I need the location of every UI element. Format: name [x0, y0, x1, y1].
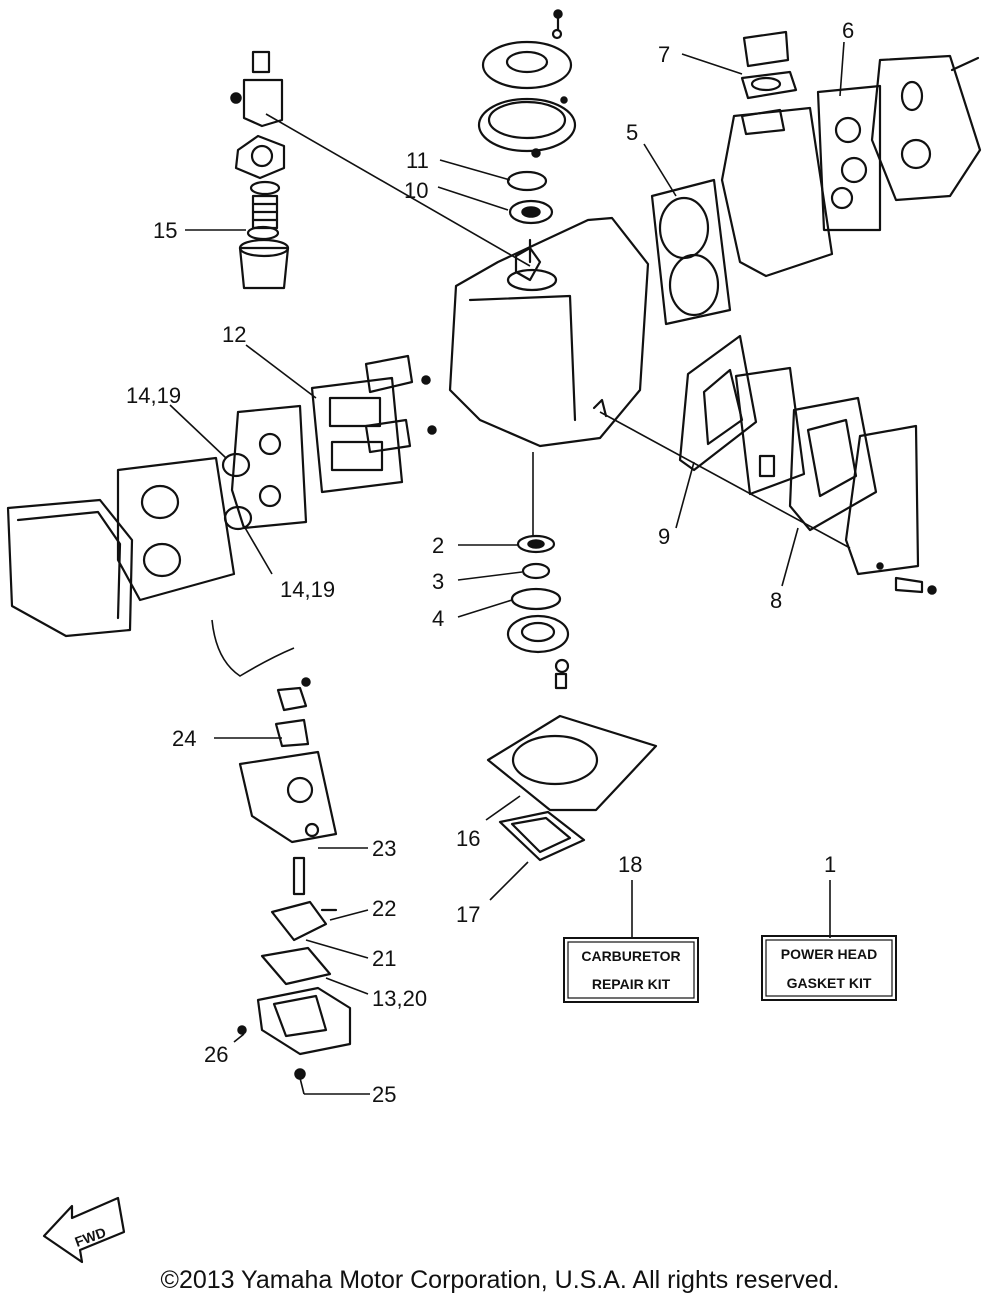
callout-2: 2 [432, 533, 444, 558]
callout-11: 11 [406, 148, 429, 173]
carburetor-group-bracket [211, 619, 295, 677]
callout-numbers: 11 10 15 7 6 5 12 14,19 14,19 2 3 4 9 8 … [126, 18, 854, 1107]
exhaust-cover-inner [734, 366, 806, 496]
callout-5: 5 [626, 120, 638, 145]
exhaust-assembly-axis-line [599, 411, 851, 549]
callout-23: 23 [372, 836, 396, 861]
callout-12: 12 [222, 322, 246, 347]
fuel-pump-assembly [230, 50, 290, 290]
seal-2 [516, 534, 556, 554]
power-head-gasket-kit-box: POWER HEAD GASKET KIT [761, 935, 897, 1001]
bearing-housing [506, 614, 570, 690]
carburetor-kit-line1: CARBURETOR [581, 948, 680, 964]
gasket-7 [740, 30, 798, 100]
float-bowl [237, 986, 352, 1080]
callout-16: 16 [456, 826, 480, 851]
float-21 [270, 900, 338, 942]
callout-18: 18 [618, 852, 642, 877]
carburetor-body [238, 750, 338, 896]
callout-6: 6 [842, 18, 854, 43]
exhaust-gasket-8 [788, 396, 878, 532]
seal-3 [521, 562, 551, 580]
callout-10: 10 [404, 178, 428, 203]
callout-15: 15 [153, 218, 177, 243]
water-jacket-gasket-6 [816, 84, 882, 232]
carburetor-body-large [116, 456, 236, 602]
exhaust-outer-cover [844, 424, 937, 595]
callout-24: 24 [172, 726, 196, 751]
crankcase-gasket-16 [486, 714, 658, 812]
leader-lines [169, 41, 845, 1095]
powerhead-kit-line1: POWER HEAD [781, 946, 877, 962]
top-cover-assembly [477, 9, 577, 158]
float-gasket-13-20 [260, 946, 332, 986]
callout-4: 4 [432, 606, 444, 631]
callout-8: 8 [770, 588, 782, 613]
callout-14-19-lower: 14,19 [280, 577, 335, 602]
callout-26: 26 [204, 1042, 228, 1067]
callout-25: 25 [372, 1082, 396, 1107]
callout-21: 21 [372, 946, 396, 971]
cylinder-head [720, 106, 834, 278]
fwd-arrow-icon: FWD [42, 1196, 126, 1264]
callout-1: 1 [824, 852, 836, 877]
reed-valve-assembly-12 [310, 354, 437, 494]
callout-17: 17 [456, 902, 480, 927]
copyright-notice: ©2013 Yamaha Motor Corporation, U.S.A. A… [160, 1266, 840, 1294]
o-ring-4 [510, 587, 562, 611]
callout-3: 3 [432, 569, 444, 594]
cylinder-block [448, 216, 650, 448]
seal-10 [508, 199, 554, 225]
intake-manifold [230, 404, 308, 530]
powerhead-kit-line2: GASKET KIT [787, 975, 872, 991]
callout-9: 9 [658, 524, 670, 549]
silencer-cover [6, 498, 134, 638]
callout-7: 7 [658, 42, 670, 67]
carburetor-small-parts [274, 677, 311, 748]
carburetor-kit-line2: REPAIR KIT [592, 976, 671, 992]
callout-13-20: 13,20 [372, 986, 427, 1011]
callout-22: 22 [372, 896, 396, 921]
gasket-17 [498, 810, 586, 862]
o-ring-11 [506, 170, 548, 192]
carburetor-repair-kit-box: CARBURETOR REPAIR KIT [563, 937, 699, 1003]
cylinder-head-gasket-5 [650, 178, 732, 326]
head-cover [870, 54, 982, 202]
plug-14-19-upper [221, 452, 251, 478]
callout-14-19-upper: 14,19 [126, 383, 181, 408]
